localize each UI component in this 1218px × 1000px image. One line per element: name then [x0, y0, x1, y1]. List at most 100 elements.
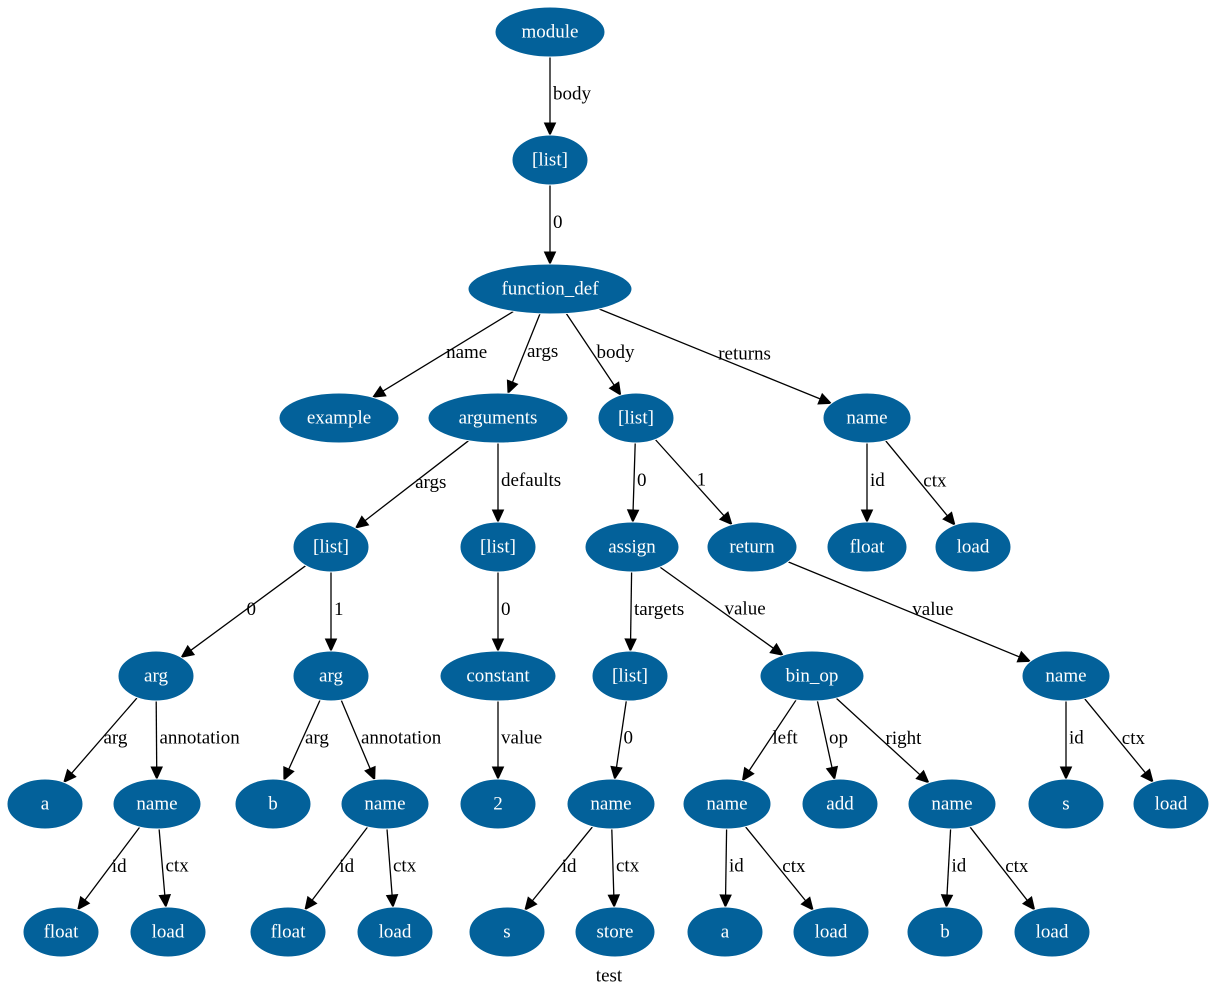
node-ellipse — [906, 906, 984, 958]
node-label: float — [44, 922, 80, 943]
node-b: b — [234, 778, 312, 830]
edge-line — [724, 828, 728, 896]
edge-bin_op-add: op — [816, 700, 848, 781]
node-example: example — [278, 392, 400, 444]
edge-list_args-arg_a: 0 — [180, 565, 307, 659]
node-ellipse — [826, 521, 908, 573]
node-ellipse — [801, 778, 879, 830]
arrow-head — [940, 894, 954, 909]
arrow-head — [283, 766, 295, 782]
node-label: [list] — [532, 150, 568, 171]
edge-label: annotation — [361, 727, 442, 748]
node-return: return — [706, 521, 798, 573]
edge-label: value — [725, 599, 766, 620]
edge-list_fbody-assign: 0 — [626, 442, 647, 524]
node-ellipse — [278, 392, 400, 444]
arrow-head — [180, 644, 196, 659]
edge-name_left-a_left: id — [719, 828, 744, 909]
node-label: 2 — [493, 794, 503, 815]
edge-label: ctx — [166, 856, 190, 877]
edge-label: ctx — [393, 856, 417, 877]
edge-line — [511, 313, 541, 383]
edge-module-list_body: body — [543, 57, 592, 137]
edge-line — [744, 826, 807, 902]
node-ellipse — [467, 263, 633, 315]
edge-line — [364, 440, 469, 522]
node-label: example — [307, 408, 371, 429]
edge-label: right — [886, 728, 923, 749]
edge-label: body — [597, 342, 636, 363]
edge-label: returns — [718, 344, 771, 365]
edge-constant-two: value — [491, 701, 542, 781]
edge-name_ann_a-float_a: id — [77, 826, 141, 911]
node-module: module — [494, 6, 606, 58]
edge-function_def-example: name — [371, 310, 514, 398]
arrow-head — [860, 509, 874, 524]
arrow-head — [769, 642, 784, 656]
node-ellipse — [129, 906, 207, 958]
node-ellipse — [22, 906, 100, 958]
arrow-head — [610, 765, 623, 781]
edge-label: args — [527, 341, 558, 362]
edge-line — [565, 313, 615, 386]
node-ellipse — [292, 521, 370, 573]
arrow-head — [825, 765, 839, 781]
edge-line — [71, 697, 138, 774]
edge-name_right-b_right: id — [940, 828, 967, 909]
node-arg_b: arg — [292, 650, 370, 702]
node-ellipse — [584, 521, 680, 573]
edge-label: left — [772, 728, 798, 749]
edge-list_defaults-constant: 0 — [491, 572, 511, 653]
node-ellipse — [934, 521, 1012, 573]
arrow-head — [800, 896, 814, 911]
node-load_retval: load — [1132, 778, 1210, 830]
edge-line — [190, 565, 307, 651]
node-load_left: load — [792, 906, 870, 958]
arrow-head — [626, 509, 640, 524]
node-add: add — [801, 778, 879, 830]
edge-line — [787, 561, 1020, 658]
node-list_args: [list] — [292, 521, 370, 573]
node-list_targets: [list] — [591, 650, 669, 702]
node-label: name — [136, 794, 177, 815]
node-label: b — [268, 794, 278, 815]
arrow-head — [77, 895, 91, 911]
arrow-head — [915, 769, 930, 784]
node-label: a — [41, 794, 50, 815]
node-ellipse — [574, 906, 656, 958]
node-name_left: name — [682, 778, 772, 830]
arrow-head — [354, 515, 370, 529]
node-float_ret: float — [826, 521, 908, 573]
arrow-head — [543, 251, 557, 266]
node-label: arguments — [459, 408, 538, 429]
edge-bin_op-name_left: left — [741, 699, 798, 782]
edge-name_retval-s_retval: id — [1059, 701, 1084, 781]
node-ellipse — [706, 521, 798, 573]
edge-label: arg — [104, 728, 128, 749]
node-label: load — [1036, 922, 1069, 943]
node-ellipse — [591, 650, 669, 702]
edge-line — [654, 439, 725, 517]
node-load_right: load — [1013, 906, 1091, 958]
node-ellipse — [1027, 778, 1105, 830]
node-label: store — [597, 922, 634, 943]
graph-caption: test — [596, 966, 623, 987]
node-ellipse — [439, 650, 557, 702]
edge-label: op — [829, 728, 848, 749]
arrow-head — [607, 894, 621, 909]
edge-name_ann_b-float_b: id — [304, 826, 369, 911]
edge-line — [598, 308, 821, 400]
node-load_ret: load — [934, 521, 1012, 573]
node-label: load — [815, 922, 848, 943]
edge-function_def-list_fbody: body — [565, 313, 636, 397]
node-ellipse — [117, 650, 195, 702]
edge-line — [835, 697, 921, 776]
edge-label: arg — [305, 728, 329, 749]
node-ellipse — [459, 521, 537, 573]
edge-line — [1084, 698, 1146, 774]
node-ellipse — [356, 906, 434, 958]
edge-arg_b-b: arg — [283, 699, 329, 782]
edge-line — [155, 700, 158, 768]
